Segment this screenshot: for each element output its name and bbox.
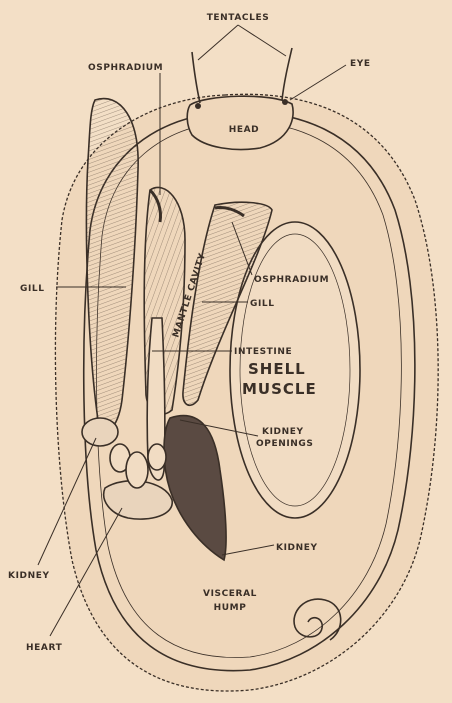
label-intestine: INTESTINE — [234, 347, 292, 357]
label-visceral-hump-line2: HUMP — [214, 603, 247, 613]
label-osphradium-top: OSPHRADIUM — [88, 63, 163, 73]
label-gill-right: GILL — [250, 299, 275, 309]
label-eye: EYE — [350, 59, 371, 69]
label-kidney-openings-line2: OPENINGS — [256, 439, 313, 449]
label-kidney-left: KIDNEY — [8, 571, 50, 581]
label-kidney-openings-line1: KIDNEY — [262, 427, 304, 437]
label-gill-left: GILL — [20, 284, 45, 294]
label-heart: HEART — [26, 643, 63, 653]
label-osphradium-right: OSPHRADIUM — [254, 275, 329, 285]
label-kidney-right: KIDNEY — [276, 543, 318, 553]
label-shell-muscle-line2: MUSCLE — [242, 380, 317, 398]
organ-lobe-3 — [148, 444, 166, 470]
kidney-left-organ — [82, 418, 118, 446]
tentacle-right — [282, 48, 292, 100]
leader-tentacles — [198, 25, 286, 60]
label-head: HEAD — [229, 125, 260, 135]
label-shell-muscle-line1: SHELL — [248, 360, 306, 378]
eye-left — [195, 103, 201, 109]
organ-lobe-2 — [126, 452, 148, 488]
eye-right — [282, 99, 288, 105]
leader-eye — [290, 65, 346, 100]
label-visceral-hump-line1: VISCERAL — [203, 589, 257, 599]
label-tentacles: TENTACLES — [207, 13, 270, 23]
